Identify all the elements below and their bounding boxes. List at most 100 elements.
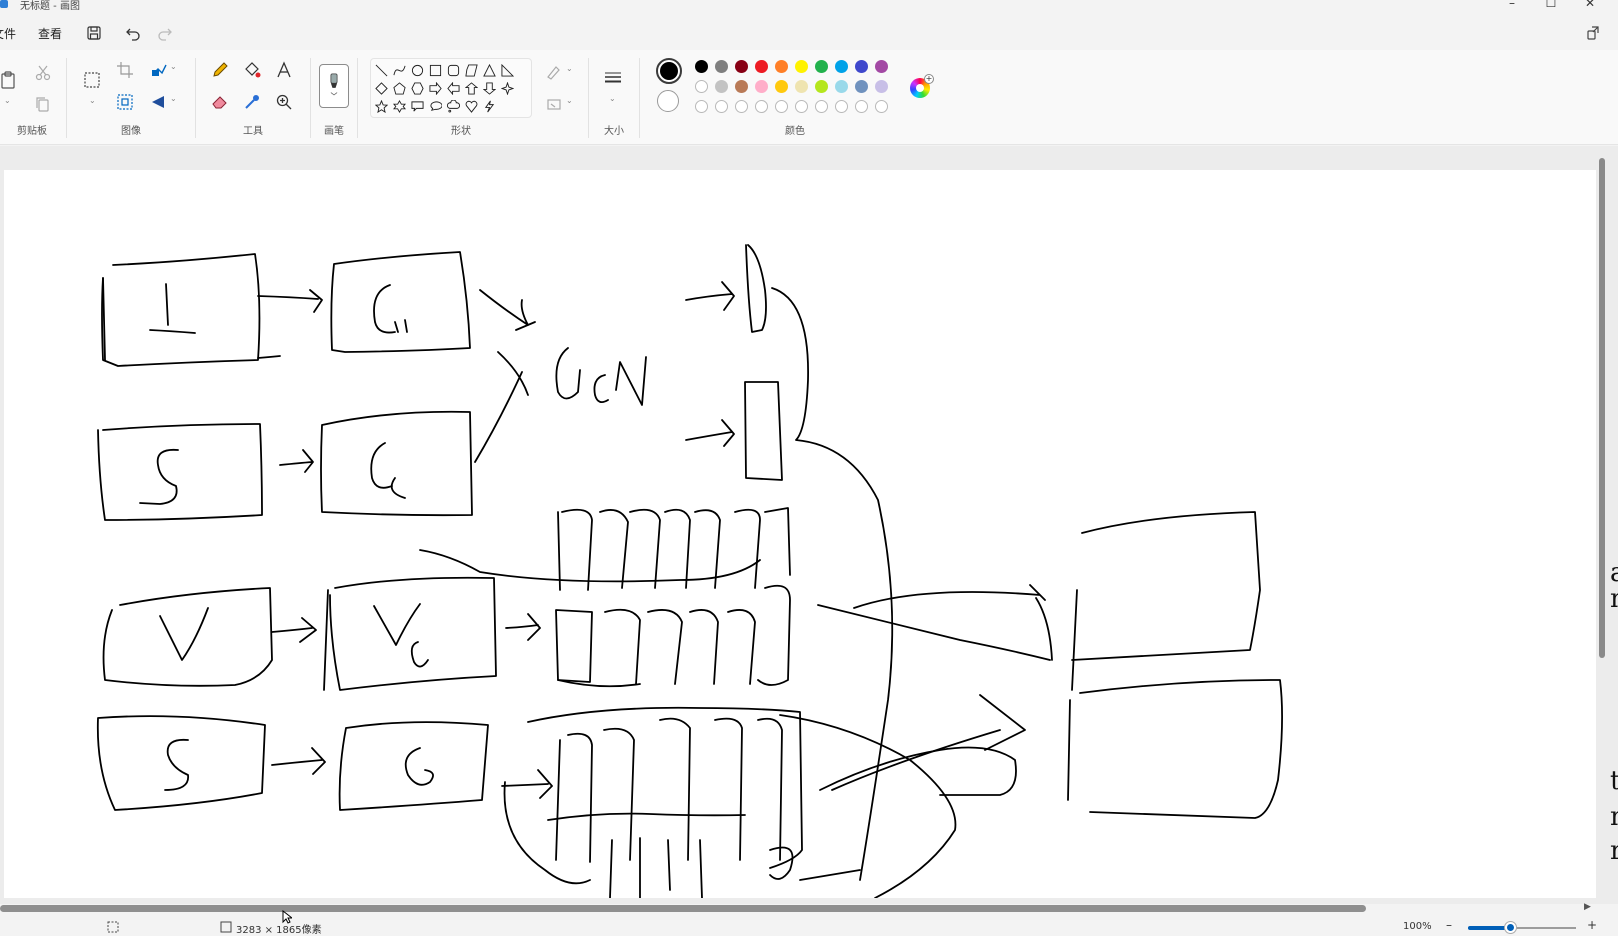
color-swatch[interactable] [775,80,788,93]
vertical-scrollbar-thumb[interactable] [1599,158,1605,658]
close-button[interactable]: ✕ [1584,0,1596,10]
five-point-star-shape-icon[interactable] [373,98,389,114]
fill-chevron-down-icon[interactable]: ⌄ [566,96,573,105]
crop-icon[interactable] [113,58,137,82]
custom-color-slot[interactable] [875,100,888,113]
zoom-level[interactable]: 100% [1403,921,1432,932]
paste-icon[interactable] [0,68,20,92]
line-shape-icon[interactable] [373,62,389,78]
custom-color-slot[interactable] [755,100,768,113]
select-icon[interactable] [79,67,105,93]
image-select-icon[interactable] [113,90,137,114]
custom-color-slot[interactable] [795,100,808,113]
size-chevron-down-icon[interactable]: ⌄ [609,94,616,103]
six-point-star-shape-icon[interactable] [391,98,407,114]
color-swatch[interactable] [695,80,708,93]
color-swatch[interactable] [875,80,888,93]
four-point-star-shape-icon[interactable] [499,80,515,96]
color-swatch[interactable] [755,80,768,93]
drawing-canvas[interactable] [4,170,1596,898]
select-chevron-down-icon[interactable]: ⌄ [89,96,96,105]
pencil-icon[interactable] [208,58,232,82]
fill-bucket-icon[interactable] [240,58,264,82]
zoom-in-button[interactable]: + [1587,918,1598,932]
stroke-size-icon[interactable] [601,66,625,90]
oval-shape-icon[interactable] [409,62,425,78]
undo-icon[interactable] [122,22,144,44]
cloud-callout-shape-icon[interactable] [445,98,461,114]
color-swatch[interactable] [875,60,888,73]
eraser-icon[interactable] [208,90,232,114]
right-arrow-shape-icon[interactable] [427,80,443,96]
color-swatch[interactable] [855,80,868,93]
color-picker-icon[interactable] [240,90,264,114]
color-swatch[interactable] [835,80,848,93]
outline-icon[interactable] [542,60,566,84]
polygon-shape-icon[interactable] [463,62,479,78]
outline-chevron-down-icon[interactable]: ⌄ [566,64,573,73]
horizontal-scrollbar-thumb[interactable] [0,905,1366,912]
redo-icon[interactable] [154,22,176,44]
color-swatch[interactable] [695,60,708,73]
color-swatch[interactable] [715,80,728,93]
save-icon[interactable] [83,22,105,44]
up-arrow-shape-icon[interactable] [463,80,479,96]
resize-icon[interactable] [147,58,171,82]
pentagon-shape-icon[interactable] [391,80,407,96]
rounded-rectangle-shape-icon[interactable] [445,62,461,78]
triangle-shape-icon[interactable] [481,62,497,78]
right-triangle-shape-icon[interactable] [499,62,515,78]
zoom-out-button[interactable]: – [1446,918,1452,932]
custom-color-slot[interactable] [715,100,728,113]
color-swatch[interactable] [855,60,868,73]
left-arrow-shape-icon[interactable] [445,80,461,96]
color-swatch[interactable] [715,60,728,73]
color-swatch[interactable] [735,80,748,93]
rectangle-shape-icon[interactable] [427,62,443,78]
copy-icon[interactable] [31,92,55,116]
zoom-slider-thumb[interactable] [1505,922,1517,933]
selection-size-icon [107,921,119,936]
rotate-chevron-down-icon[interactable]: ⌄ [170,94,177,103]
zoom-slider-track[interactable] [1468,927,1576,929]
magnifier-icon[interactable] [272,90,296,114]
secondary-color-button[interactable] [657,90,679,112]
scroll-right-icon[interactable]: ▶ [1584,902,1591,912]
rotate-icon[interactable] [147,90,171,114]
heart-shape-icon[interactable] [463,98,479,114]
color-swatch[interactable] [795,60,808,73]
fill-icon[interactable] [542,92,566,116]
color-swatch[interactable] [795,80,808,93]
share-icon[interactable] [1582,22,1604,44]
resize-chevron-down-icon[interactable]: ⌄ [170,62,177,71]
add-color-icon[interactable]: + [924,74,934,84]
custom-color-slot[interactable] [775,100,788,113]
hexagon-shape-icon[interactable] [409,80,425,96]
oval-callout-shape-icon[interactable] [427,98,443,114]
color-swatch[interactable] [815,60,828,73]
custom-color-slot[interactable] [855,100,868,113]
menu-file[interactable]: 文件 [0,27,17,41]
cut-icon[interactable] [31,60,55,84]
color-swatch[interactable] [735,60,748,73]
brush-button[interactable] [319,64,349,108]
down-arrow-shape-icon[interactable] [481,80,497,96]
diamond-shape-icon[interactable] [373,80,389,96]
minimize-button[interactable]: – [1509,0,1515,10]
custom-color-slot[interactable] [695,100,708,113]
menu-view[interactable]: 查看 [38,27,63,41]
custom-color-slot[interactable] [835,100,848,113]
rect-callout-shape-icon[interactable] [409,98,425,114]
color-swatch[interactable] [835,60,848,73]
lightning-shape-icon[interactable] [481,98,497,114]
primary-color-button[interactable] [656,58,682,84]
curve-shape-icon[interactable] [391,62,407,78]
color-swatch[interactable] [815,80,828,93]
maximize-button[interactable]: ☐ [1545,0,1557,10]
color-swatch[interactable] [755,60,768,73]
custom-color-slot[interactable] [735,100,748,113]
custom-color-slot[interactable] [815,100,828,113]
paste-chevron-down-icon[interactable]: ⌄ [4,96,11,105]
text-icon[interactable] [272,58,296,82]
color-swatch[interactable] [775,60,788,73]
